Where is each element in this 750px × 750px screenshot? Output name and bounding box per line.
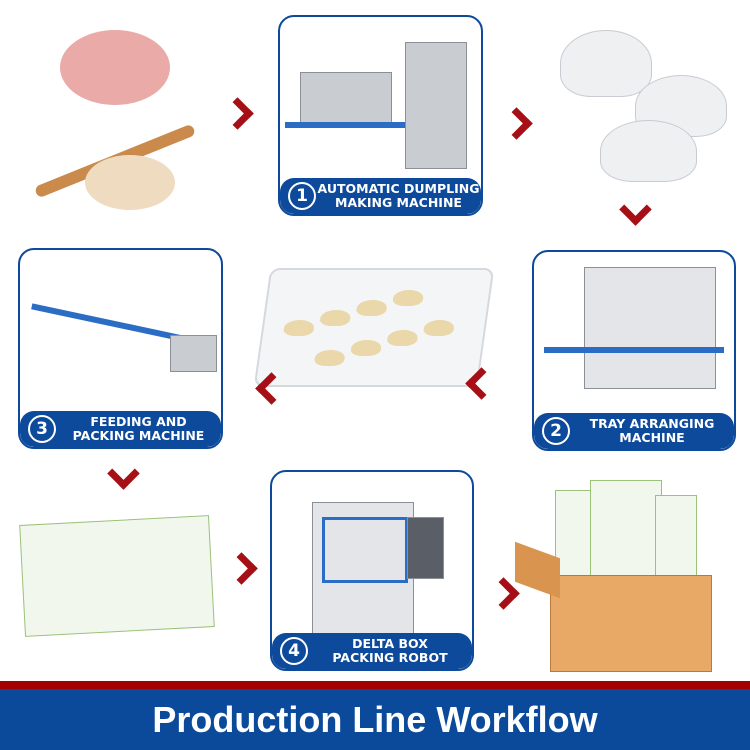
raw-ingredients-image bbox=[25, 25, 205, 215]
label-line: MAKING MACHINE bbox=[335, 195, 462, 210]
step-number: 3 bbox=[28, 415, 56, 443]
label-line: MACHINE bbox=[619, 430, 685, 445]
label-line: AUTOMATIC DUMPLING bbox=[317, 181, 480, 196]
step-number: 2 bbox=[542, 417, 570, 445]
arrow-right-icon bbox=[221, 97, 254, 130]
label-line: FEEDING AND bbox=[90, 414, 187, 429]
label-line: TRAY ARRANGING bbox=[589, 416, 715, 431]
footer-divider bbox=[0, 681, 750, 689]
arrow-right-icon bbox=[225, 552, 258, 585]
packaged-dumplings-image bbox=[19, 515, 215, 637]
dumplings-image bbox=[555, 20, 735, 190]
label-line: PACKING ROBOT bbox=[332, 650, 448, 665]
dumpling-tray-image bbox=[253, 268, 495, 387]
step-number: 4 bbox=[280, 637, 308, 665]
footer-banner: Production Line Workflow bbox=[0, 689, 750, 750]
label-line: DELTA BOX bbox=[352, 636, 428, 651]
footer-title: Production Line Workflow bbox=[152, 698, 598, 740]
arrow-down-icon bbox=[619, 193, 652, 226]
shipping-box-image bbox=[515, 480, 735, 672]
label-line: PACKING MACHINE bbox=[72, 428, 205, 443]
step-number: 1 bbox=[288, 182, 316, 210]
arrow-down-icon bbox=[107, 457, 140, 490]
minced-meat bbox=[60, 30, 170, 105]
dough-ball bbox=[85, 155, 175, 210]
arrow-right-icon bbox=[500, 107, 533, 140]
